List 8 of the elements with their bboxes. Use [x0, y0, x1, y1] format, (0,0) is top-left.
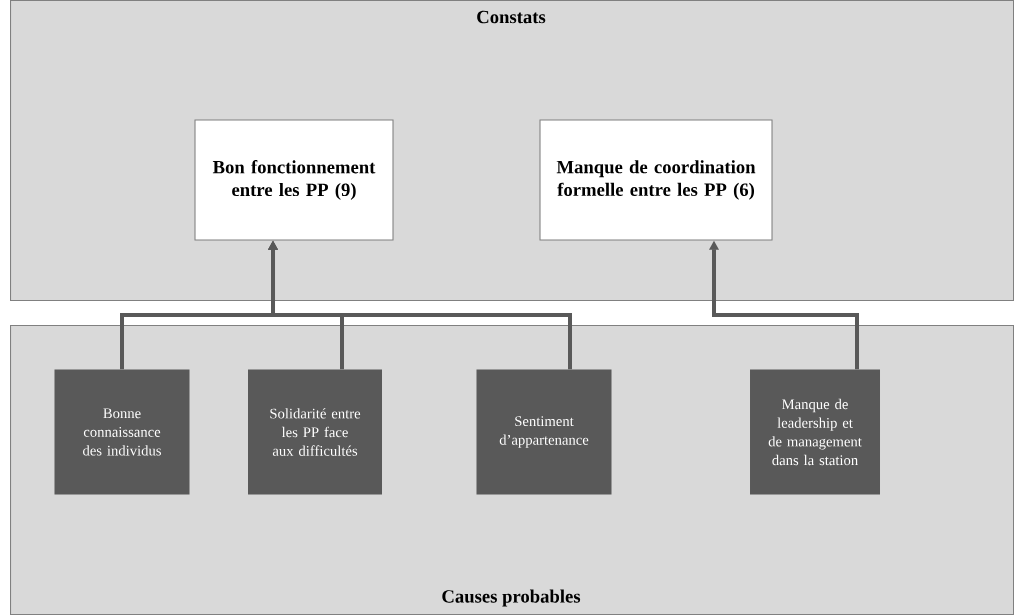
band-heading: Constats	[477, 10, 546, 24]
finding-box: Manque de coordination formelle entre les PP (6)	[539, 119, 773, 241]
cause-box: Bonne connaissance des individus	[54, 369, 190, 495]
cause-box: Manque de leadership et de management dans la station	[750, 369, 880, 495]
cause-box: Sentiment d’appartenance	[476, 369, 612, 495]
finding-box: Bon fonctionnement entre les PP (9)	[194, 119, 394, 241]
band-heading: Causes probables	[442, 589, 581, 607]
cause-box: Solidarité entre les PP face aux difficultés	[248, 369, 382, 495]
